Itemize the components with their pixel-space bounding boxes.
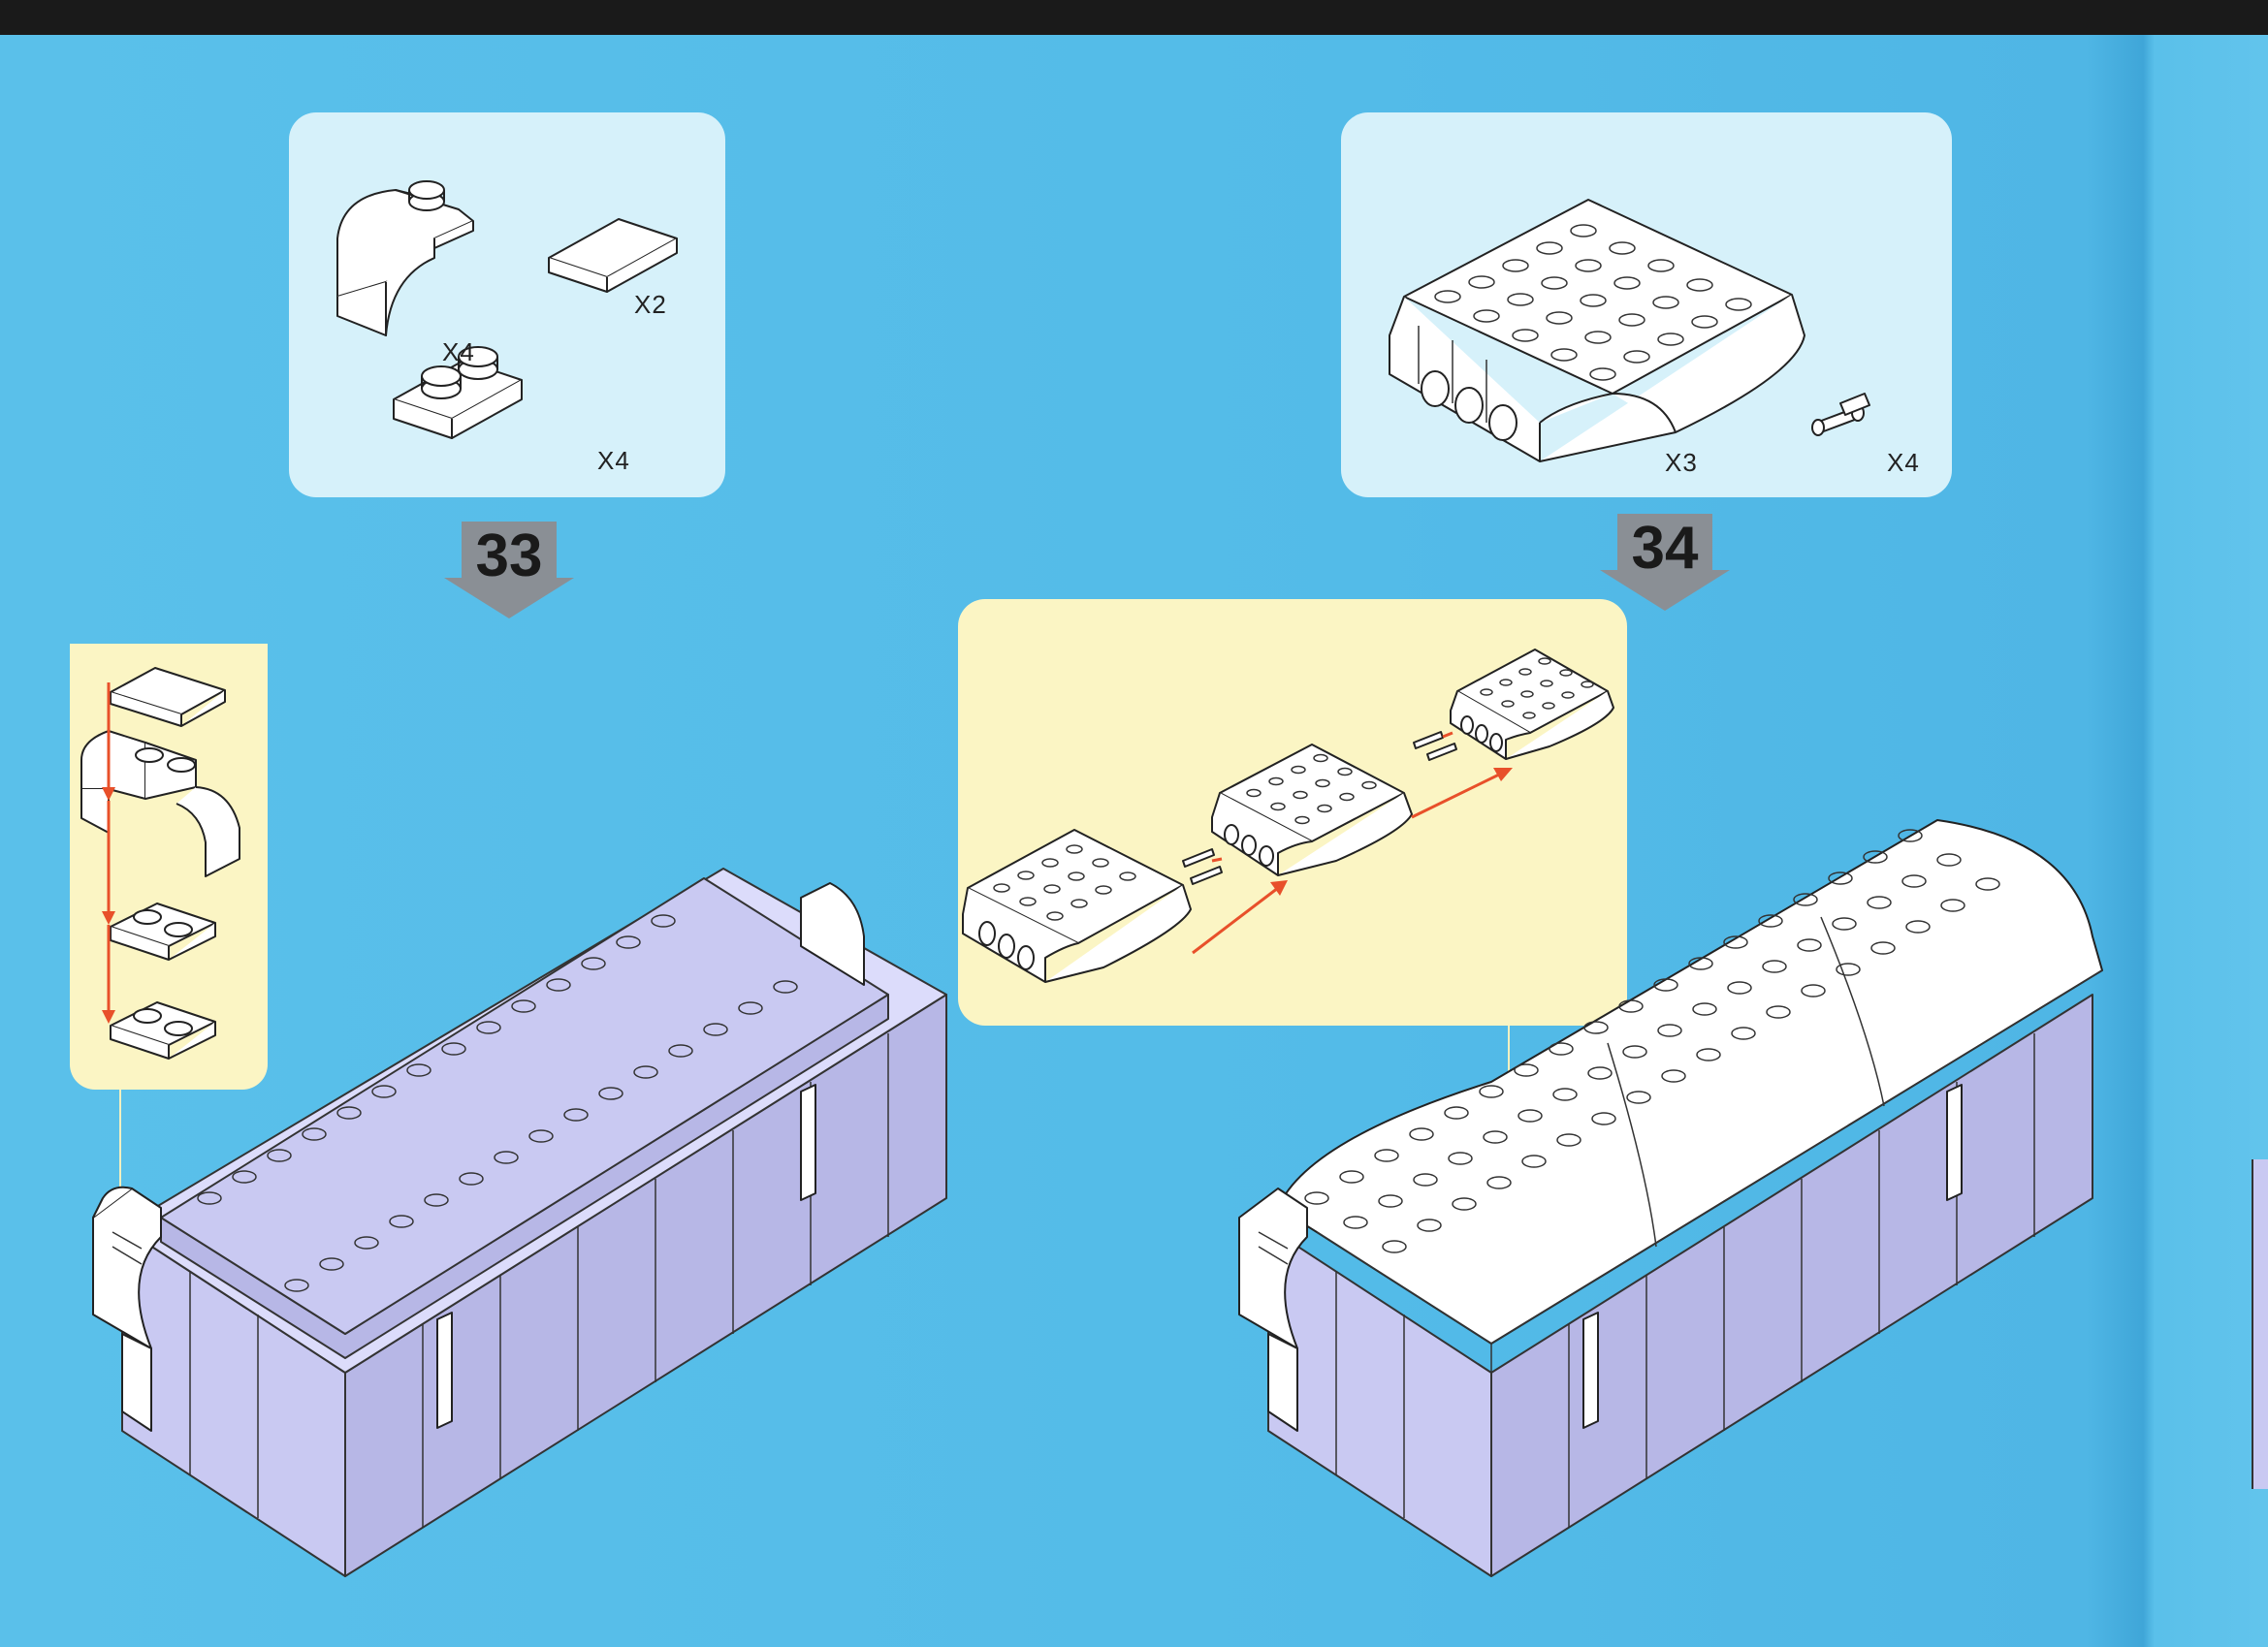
instruction-page: X4 X2 X4 <box>0 35 2268 1647</box>
step-34-parts-box: X3 X4 <box>1341 112 1952 497</box>
next-page-edge <box>2252 1159 2268 1489</box>
step-33-callout-illustration <box>80 667 240 1060</box>
step-33-model <box>92 868 947 1577</box>
curved-roof-brick-icon <box>1389 199 1805 462</box>
part-qty-curved-roof: X3 <box>1665 448 1698 477</box>
step-34-arrow: 34 <box>1600 514 1730 611</box>
step-33-number: 33 <box>475 523 543 589</box>
step-34-callout <box>958 599 1627 1026</box>
part-qty-pin: X4 <box>1887 448 1920 477</box>
part-qty-curved-slope: X4 <box>442 337 475 366</box>
part-qty-tile: X2 <box>634 290 667 319</box>
step-34-parts-illustration <box>1389 199 1870 462</box>
tile-1x2-icon <box>548 218 678 293</box>
part-qty-plate: X4 <box>597 446 630 475</box>
connector-pin-icon <box>1811 393 1870 436</box>
curved-slope-brick-icon <box>336 180 474 336</box>
step-34-model <box>1238 819 2103 1577</box>
step-33-parts-box: X4 X2 X4 <box>289 112 725 497</box>
step-33-callout <box>70 644 268 1090</box>
step-33-arrow: 33 <box>444 522 574 618</box>
step-34-number: 34 <box>1631 515 1699 582</box>
plate-1x2-icon <box>393 346 523 439</box>
step-34-callout-illustration <box>962 649 1614 983</box>
step-33-parts-illustration <box>336 180 678 439</box>
